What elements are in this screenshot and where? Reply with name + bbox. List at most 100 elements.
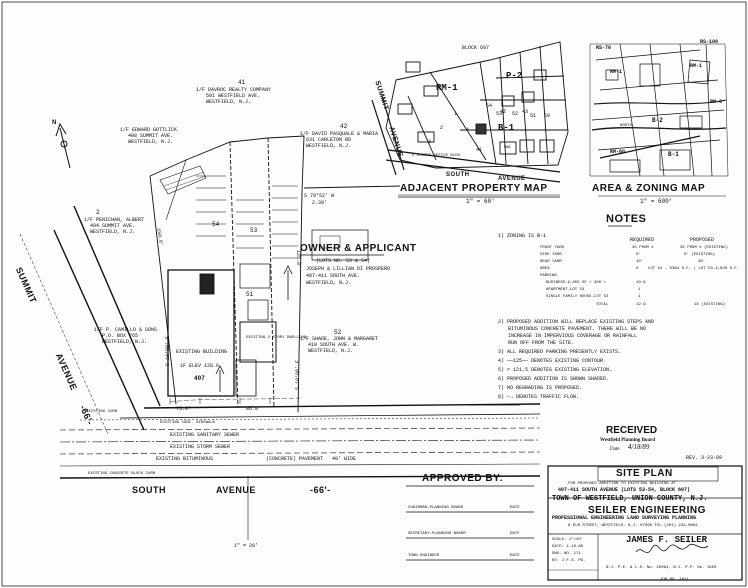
zoning-rm1b: RM-1: [690, 63, 703, 69]
existing-sanitary-sewer: EXISTING SANITARY SEWER: [170, 432, 240, 438]
owner-lots: (LOTS NO. 53 & 54): [316, 258, 371, 264]
zoning-row-proposed: 0' (EXISTING): [684, 253, 716, 257]
title-block-line-1: FOR PROPOSED ADDITION TO EXISTING BUILDI…: [568, 482, 677, 486]
adjacent-lot-53: 53: [496, 111, 503, 117]
existing-curb-label: EXISTING CURB: [86, 410, 118, 414]
zoning-row-label: FRONT YARD: [540, 246, 565, 250]
zoning-row-label: TOTAL: [596, 303, 609, 307]
owner-address-1: 407-411 SOUTH AVE.: [306, 273, 361, 279]
zoning-row-proposed: 18 (EXISTING): [694, 303, 726, 307]
zoning-row-required: 0': [636, 253, 641, 257]
lot42-owner: 1/F DAVID PASQUALE & MARIA: [300, 131, 379, 137]
title-block-frame: [547, 465, 743, 581]
received-stamp-date-label: Date: [610, 447, 620, 452]
note-1-heading: 1) ZONING IS B-1: [498, 233, 547, 239]
note-2-line-2: BITUMINOUS CONCRETE PAVEMENT. THERE WILL…: [508, 326, 647, 332]
adjacent-lot-42: 42: [500, 109, 507, 115]
approval-secretary: SECRETARY-PLANNING BOARD: [408, 532, 466, 536]
existing-sidewalk-label: EXISTING CONC. SIDEWALK: [160, 421, 216, 425]
zoning-row-proposed: LOT 54 - 5364 S.F. | LOT 53-4,920 S.F.: [648, 267, 740, 271]
adjacent-block-label: BLOCK 607: [462, 45, 490, 51]
adjacent-map-scale: 1" = 60': [466, 198, 495, 205]
received-stamp-board: Westfield Planning Board: [600, 438, 656, 443]
existing-storm-sewer: EXISTING STORM SEWER: [170, 444, 231, 450]
zoning-rm1: RM-1: [610, 69, 623, 75]
note-8: 8) —→ DENOTES TRAFFIC FLOW.: [498, 394, 580, 400]
zoning-row-required: 12.9: [636, 303, 646, 307]
title-block-title: SITE PLAN: [616, 468, 673, 479]
title-block-line-2: 407-411 SOUTH AVENUE (LOTS 53-54, BLOCK …: [558, 487, 691, 493]
dimension-75: 75.0': [176, 406, 192, 412]
adjacent-lot-43: 43: [522, 109, 529, 115]
lot2-owner: 1/F PENICHAN, ALBERT: [84, 217, 145, 223]
existing-bituminous: EXISTING BITUMINOUS: [156, 456, 214, 462]
owner-address-2: WESTFIELD, N.J.: [306, 280, 352, 286]
zoning-row-required: 10': [636, 260, 644, 264]
adjacent-south: SOUTH: [446, 172, 470, 178]
zoning-b2: B-2: [652, 117, 663, 124]
site-plan-linework: [19, 135, 541, 479]
note-4: 4) ——125—— DENOTES EXISTING CONTOUR.: [498, 358, 607, 364]
revision-note: REV. 3-23-89: [686, 455, 723, 461]
note-6: 6) PROPOSED ADDITION IS SHOWN SHADED.: [498, 376, 610, 382]
zoning-row-label: BUSINESS-2,855 SF / 300 =: [546, 281, 607, 285]
lot41-addr2: WESTFIELD, N.J.: [206, 99, 252, 105]
received-stamp-date: 4/18/89: [628, 443, 650, 451]
zoning-b1: B-1: [668, 151, 679, 158]
firm-name: SEILER ENGINEERING: [588, 505, 706, 516]
notes-title: NOTES: [606, 213, 647, 225]
approval-chairman: CHAIRMAN-PLANNING BOARD: [408, 506, 464, 510]
received-stamp-title: RECEIVED: [606, 425, 658, 436]
adjacent-lot-1: 1: [454, 111, 458, 117]
concrete-pavement: (CONCRETE) PAVEMENT: [266, 456, 324, 462]
bearing-top-right: S 79°52' W: [304, 193, 335, 199]
adjacent-dwl: DWL: [504, 146, 512, 150]
approval-chairman-date: DATE: [510, 506, 520, 510]
zoning-row-label: PARKING: [540, 274, 557, 278]
adjacent-lot-52: 52: [512, 111, 519, 117]
approval-town-engineer: TOWN ENGINEER: [408, 554, 440, 558]
adjacent-map-linework: [371, 41, 569, 196]
adjacent-stores-office: 5 STORES OFFICE BLDG: [412, 154, 461, 158]
lot2-number: 2: [96, 209, 100, 216]
notes-col-proposed: PROPOSED: [690, 237, 715, 243]
zoning-row-label: APARTMENT-LOT 54: [546, 288, 585, 292]
adjacent-map-title: ADJACENT PROPERTY MAP: [400, 183, 548, 194]
zoning-row-proposed: 46': [698, 260, 706, 264]
firm-address: 8 ELM STREET, WESTFIELD, N.J. 07090 TEL.…: [568, 524, 698, 528]
zoning-rm6: RM-6: [710, 99, 723, 105]
zoning-rm60: RM-60: [610, 149, 626, 155]
north-arrow: [55, 122, 71, 169]
lot1-owner: 1/F EDWARD GOTTLICK: [120, 127, 178, 133]
engineer-name: JAMES F. SEILER: [626, 535, 708, 545]
north-arrow-letter: N: [52, 120, 57, 126]
note-5: 5) × 121.5 DENOTES EXISTING ELEVATION.: [498, 367, 613, 373]
adjacent-lot-3: 3: [428, 139, 432, 145]
zoning-row-required: 0: [636, 267, 639, 271]
zoning-map-scale: 1" = 600': [640, 198, 673, 205]
approvals-lines: [247, 476, 534, 561]
lot3-addr2: WESTFIELD, N.J.: [102, 339, 148, 345]
adjacent-lot-2: 2: [440, 125, 444, 131]
note-2-line-1: 2) PROPOSED ADDITION WILL REPLACE EXISTI…: [498, 319, 655, 325]
south-avenue-label-2: AVENUE: [216, 485, 256, 495]
approval-secretary-date: DATE: [510, 532, 520, 536]
adjacent-zone-rm1: RM-1: [436, 83, 458, 93]
lot41-number: 41: [238, 79, 246, 86]
zoning-map-title: AREA & ZONING MAP: [592, 183, 706, 194]
lot52-addr1: 419 SOUTH AVE. W.: [308, 342, 360, 348]
zoning-row-required: 35 FROM ¢: [632, 246, 654, 250]
lot41-addr1: 501 WESTFIELD AVE.: [206, 93, 261, 99]
zoning-row-required: 1: [638, 295, 641, 299]
lot3-addr1: P.O. BOX 765: [102, 333, 139, 339]
approved-by-title: APPROVED BY:: [422, 473, 504, 484]
lot1-addr1: 408 SUMMIT AVE.: [128, 133, 174, 139]
note-3: 3) ALL REQUIRED PARKING PRESENTLY EXISTS…: [498, 349, 622, 355]
dimension-86: 86.0': [246, 406, 262, 412]
existing-building-label: EXISTING BUILDING: [176, 349, 228, 355]
bearing-right: S 10°08' E: [295, 359, 301, 390]
firm-subtitle: PROFESSIONAL ENGINEERING LAND SURVEYING …: [552, 515, 697, 521]
adjacent-lot-4: 4: [466, 127, 470, 133]
